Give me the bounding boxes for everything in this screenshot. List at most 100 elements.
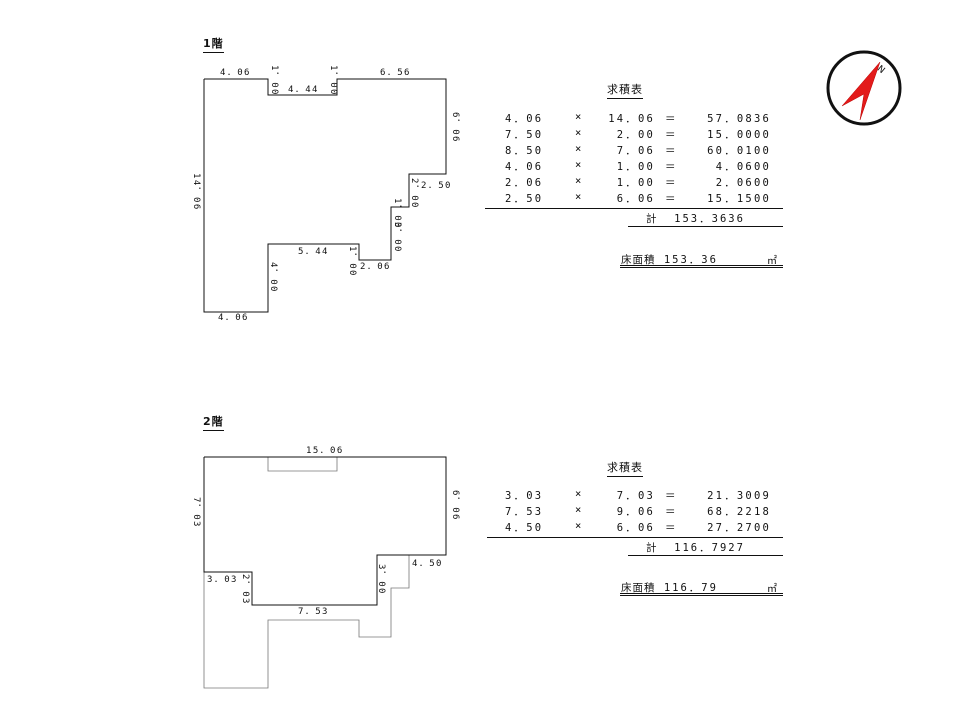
f1-dim-step1-height: 2．00 — [409, 178, 419, 209]
f1-r4-op: × — [575, 159, 584, 171]
f1-r1-a: 4．06 — [505, 113, 544, 125]
f2-r3-op: × — [575, 520, 584, 532]
f1-r2-r: 15．0000 — [707, 129, 771, 141]
floor1-calc-table: 4．06 × 14．06 ＝ 57．0836 7．50 × 2．00 ＝ 15．0000 8．5… — [505, 111, 785, 211]
f1-total-value: 153．3636 — [674, 213, 745, 225]
f1-dim-left-side: 14．06 — [191, 173, 201, 211]
f2-r2-b: 9．06 — [616, 506, 655, 518]
f1-dim-inner-height: 4．00 — [268, 262, 278, 293]
f1-r3-eq: ＝ — [665, 145, 678, 157]
f1-dim-top-left: 4．06 — [220, 68, 251, 78]
f2-total-rule — [628, 555, 783, 556]
f1-dim-right-side: 6．06 — [450, 112, 460, 143]
f1-r2-op: × — [575, 127, 584, 139]
floor2-calc-title: 求積表 — [607, 461, 643, 477]
f2-area-value: 116．79 — [663, 582, 718, 594]
f2-area-row: 床面積 116．79 — [621, 580, 718, 595]
f2-r1-eq: ＝ — [665, 490, 678, 502]
f1-r3-r: 60．0100 — [707, 145, 771, 157]
f2-total-row: 計 116．7927 — [646, 540, 745, 555]
f2-r2-op: × — [575, 504, 584, 516]
floor1-calc-title: 求積表 — [607, 83, 643, 99]
f1-r6-a: 2．50 — [505, 193, 544, 205]
f2-r3-r: 27．2700 — [707, 522, 771, 534]
f1-sum-rule — [485, 208, 783, 209]
f2-lower-floor-footprint-bottom — [203, 555, 410, 689]
f2-dim-left-side: 7．03 — [191, 497, 201, 528]
f1-r3-op: × — [575, 143, 584, 155]
floor1-outline — [203, 78, 447, 313]
f1-dim-notch-left: 1．00 — [269, 65, 279, 96]
f1-area-unit: ㎡ — [767, 256, 777, 267]
f1-r5-op: × — [575, 175, 584, 187]
f1-r4-eq: ＝ — [665, 161, 678, 173]
compass-arrow — [841, 61, 881, 121]
f1-dim-step3-height: 3．00 — [392, 222, 402, 253]
f1-area-row: 床面積 153．36 — [621, 252, 718, 267]
f2-r1-b: 7．03 — [616, 490, 655, 502]
f2-dim-step-width-right: 4．50 — [412, 559, 443, 569]
f1-r6-eq: ＝ — [665, 193, 678, 205]
f1-r5-b: 1．00 — [616, 177, 655, 189]
f2-r1-op: × — [575, 488, 584, 500]
f1-r1-b: 14．06 — [608, 113, 655, 125]
f2-area-label: 床面積 — [621, 582, 656, 594]
f1-area-value: 153．36 — [663, 254, 718, 266]
f2-dim-step-height-right: 3．00 — [376, 564, 386, 595]
floor2-calc-table: 3．03 × 7．03 ＝ 21．3009 7．53 × 9．06 ＝ 68．2218 4．50… — [505, 488, 785, 540]
f2-area-rule — [620, 593, 783, 596]
f2-total-label: 計 — [646, 542, 658, 554]
f2-lower-floor-footprint — [267, 457, 338, 472]
f1-r2-a: 7．50 — [505, 129, 544, 141]
f2-area-unit: ㎡ — [767, 584, 777, 595]
f2-r2-a: 7．53 — [505, 506, 544, 518]
f1-dim-notch-right: 1．00 — [328, 65, 338, 96]
f2-r3-a: 4．50 — [505, 522, 544, 534]
f2-r1-a: 3．03 — [505, 490, 544, 502]
floor2-title: 2階 — [203, 415, 224, 431]
f1-r4-a: 4．06 — [505, 161, 544, 173]
f1-dim-step1-width: 2．50 — [421, 181, 452, 191]
f1-r1-r: 57．0836 — [707, 113, 771, 125]
f2-r2-eq: ＝ — [665, 506, 678, 518]
f1-dim-notch-width: 4．44 — [288, 85, 319, 95]
f2-dim-right-side: 6．06 — [450, 490, 460, 521]
f1-r3-b: 7．06 — [616, 145, 655, 157]
f1-dim-step4-width: 2．06 — [360, 262, 391, 272]
f2-r3-eq: ＝ — [665, 522, 678, 534]
f2-dim-step-width-left: 3．03 — [207, 575, 238, 585]
f1-area-rule — [620, 265, 783, 268]
f1-r3-a: 8．50 — [505, 145, 544, 157]
f2-r3-b: 6．06 — [616, 522, 655, 534]
f1-r5-eq: ＝ — [665, 177, 678, 189]
f2-dim-step-height-left: 2．03 — [240, 574, 250, 605]
f1-dim-inner-width: 5．44 — [298, 247, 329, 257]
f1-r5-a: 2．06 — [505, 177, 544, 189]
f2-dim-top: 15．06 — [306, 446, 344, 456]
f1-r6-r: 15．1500 — [707, 193, 771, 205]
floor1-title: 1階 — [203, 37, 224, 53]
f1-r4-r: 4．0600 — [715, 161, 771, 173]
f1-total-rule — [628, 226, 783, 227]
f1-r2-b: 2．00 — [616, 129, 655, 141]
f1-r6-op: × — [575, 191, 584, 203]
f2-r2-r: 68．2218 — [707, 506, 771, 518]
f1-dim-top-right: 6．56 — [380, 68, 411, 78]
f2-total-value: 116．7927 — [674, 542, 745, 554]
f1-r4-b: 1．00 — [616, 161, 655, 173]
f1-dim-step4-height: 1．00 — [347, 246, 357, 277]
f1-dim-step2-height: 1．00 — [392, 198, 402, 229]
f1-r1-eq: ＝ — [665, 113, 678, 125]
f1-area-label: 床面積 — [621, 254, 656, 266]
f1-dim-bottom: 4．06 — [218, 313, 249, 323]
f1-total-label: 計 — [646, 213, 658, 225]
f1-r1-op: × — [575, 111, 584, 123]
f1-r5-r: 2．0600 — [715, 177, 771, 189]
f1-r6-b: 6．06 — [616, 193, 655, 205]
north-arrow-icon: N — [826, 50, 902, 126]
f2-r1-r: 21．3009 — [707, 490, 771, 502]
compass-label: N — [875, 64, 887, 76]
